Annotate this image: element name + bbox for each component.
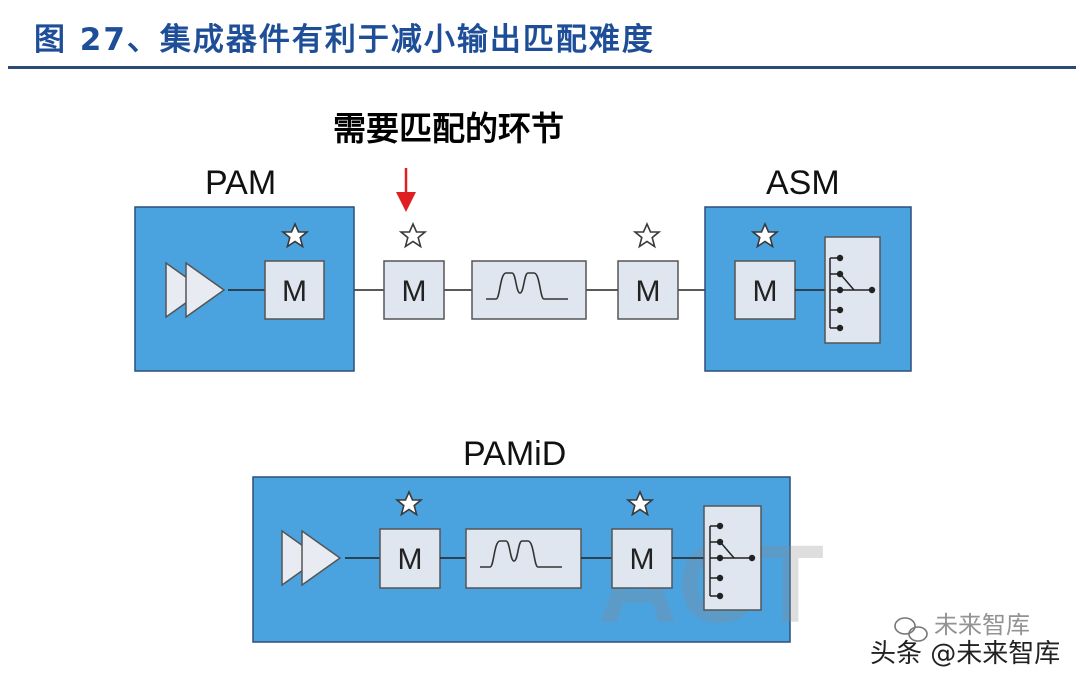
asm-module: M — [704, 206, 912, 372]
matching-network — [611, 528, 673, 589]
discrete-filter — [471, 260, 587, 320]
wechat-icon — [894, 617, 928, 642]
matching-network — [734, 260, 796, 320]
figure-header: 图 27、集成器件有利于减小输出匹配难度 — [0, 0, 1080, 72]
red-arrow-icon — [396, 168, 416, 212]
pam-label: PAM — [205, 164, 276, 202]
pamid-label: PAMiD — [463, 435, 566, 473]
figure-title: 图 27、集成器件有利于减小输出匹配难度 — [34, 22, 655, 58]
credit-source: 头条 @未来智库 — [870, 639, 1060, 669]
pam-module: M — [134, 206, 355, 372]
filter — [465, 528, 582, 589]
credit-channel: 未来智库 — [934, 611, 1030, 639]
annotation-text: 需要匹配的环节 — [333, 109, 564, 148]
svg-text:M: M — [398, 543, 423, 576]
svg-text:M: M — [402, 275, 427, 308]
matching-network — [264, 260, 325, 320]
matching-network — [379, 528, 441, 589]
asm-label: ASM — [766, 164, 840, 202]
svg-text:M: M — [636, 275, 661, 308]
star-icon — [634, 223, 660, 248]
pamid-module: ACT M M — [252, 476, 824, 646]
matching-label: M — [282, 275, 307, 308]
discrete-matching-1: M — [383, 223, 445, 320]
svg-text:M: M — [753, 275, 778, 308]
svg-text:M: M — [630, 543, 655, 576]
discrete-matching-2: M — [617, 223, 679, 320]
star-icon — [400, 223, 426, 248]
title-divider — [8, 66, 1076, 69]
